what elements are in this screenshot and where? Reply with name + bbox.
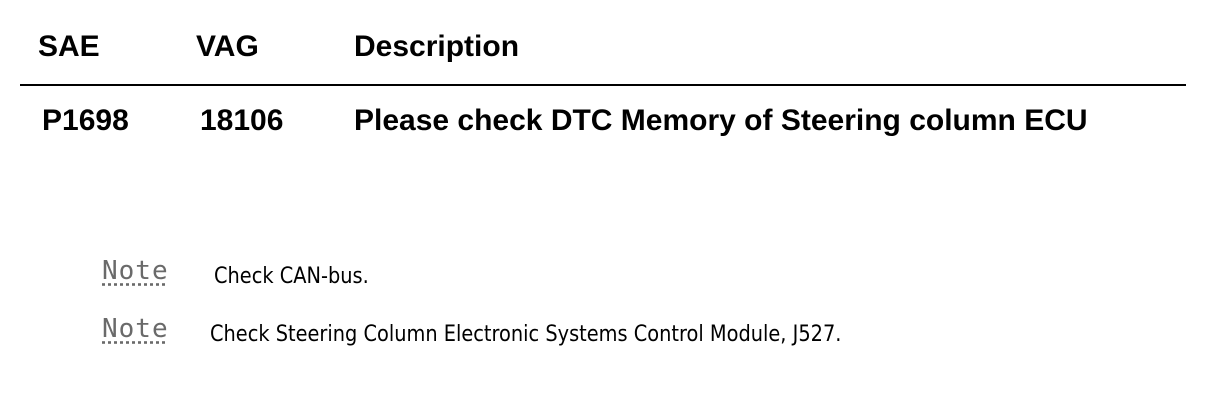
header-vag: VAG: [196, 30, 259, 63]
note-text: Check CAN-bus.: [214, 264, 369, 289]
cell-sae-code: P1698: [42, 104, 129, 137]
cell-vag-code: 18106: [200, 104, 284, 137]
note-tag: Note: [102, 314, 169, 344]
table-row: P1698 18106 Please check DTC Memory of S…: [20, 86, 1186, 158]
header-description: Description: [354, 30, 520, 63]
cell-description: Please check DTC Memory of Steering colu…: [354, 104, 1088, 137]
dtc-table: SAE VAG Description P1698 18106 Please c…: [20, 0, 1186, 158]
note-text: Check Steering Column Electronic Systems…: [210, 322, 842, 347]
header-sae: SAE: [38, 30, 100, 63]
table-header-row: SAE VAG Description: [20, 0, 1186, 86]
note-tag: Note: [102, 256, 169, 286]
